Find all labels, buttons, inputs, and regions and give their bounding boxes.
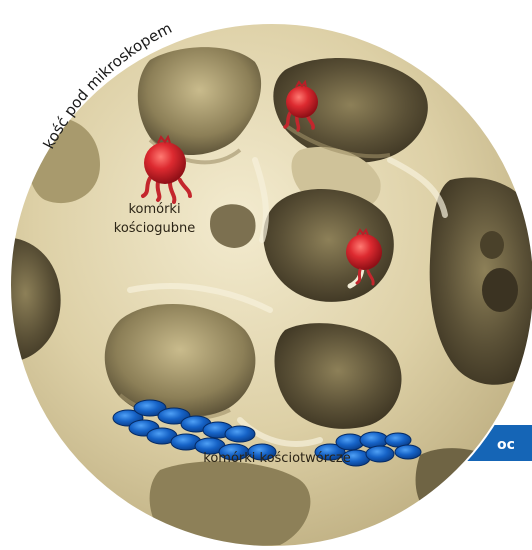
osteoclasts-label-line2: kościogubne xyxy=(92,219,217,238)
banner-text: oc xyxy=(497,437,532,453)
osteoblast-cell xyxy=(225,426,255,442)
osteoclasts-label: komórki kościogubne xyxy=(92,200,217,238)
osteoclasts-label-line1: komórki xyxy=(92,200,217,219)
osteoblasts-label: komórki kościotwórcze xyxy=(152,449,402,468)
osteoblast-cell xyxy=(360,432,388,448)
osteoblast-cell xyxy=(336,434,364,450)
